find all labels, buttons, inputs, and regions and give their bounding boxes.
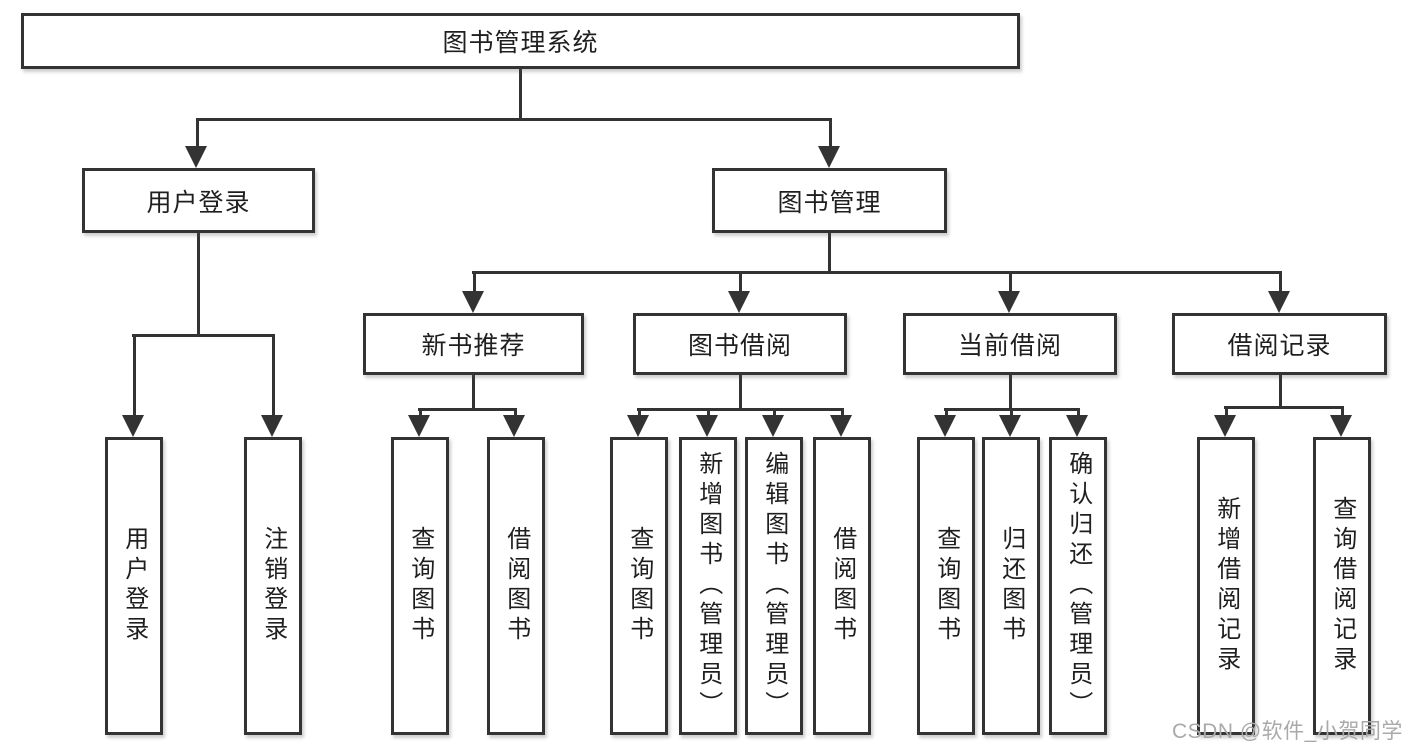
- leaf-borrow-books-1: 借阅图书: [487, 437, 545, 735]
- node-user-login: 用户登录: [82, 168, 315, 233]
- connector-arrow-shaft: [829, 118, 832, 148]
- node-book-management-label: 图书管理: [777, 188, 882, 217]
- node-new-book-recommend: 新书推荐: [363, 313, 584, 375]
- connector-arrow-shaft: [1077, 408, 1080, 417]
- connector-arrow-shaft: [1225, 406, 1228, 417]
- leaf-edit-book-admin: 编辑图书（管理员）: [745, 437, 803, 735]
- leaf-query-books-2: 查询图书: [610, 437, 668, 735]
- connector-arrow-shaft: [473, 271, 476, 293]
- connector-arrow-shaft: [1279, 271, 1282, 293]
- connector-line-horizontal: [196, 118, 832, 121]
- node-root-label: 图书管理系统: [442, 29, 599, 57]
- arrow-down-icon: [185, 146, 207, 168]
- arrow-down-icon: [762, 415, 784, 437]
- arrow-down-icon: [1066, 415, 1088, 437]
- arrow-down-icon: [462, 291, 484, 313]
- connector-arrow-shaft: [1010, 408, 1013, 417]
- leaf-user-login: 用户登录: [105, 437, 163, 735]
- leaf-query-books-3-label: 查询图书: [932, 526, 960, 646]
- leaf-confirm-return-admin-label: 确认归还（管理员）: [1064, 451, 1092, 721]
- connector-arrow-shaft: [196, 118, 199, 148]
- connector-arrow-shaft: [707, 408, 710, 417]
- connector-arrow-shaft: [514, 408, 517, 417]
- leaf-user-login-label: 用户登录: [120, 526, 148, 646]
- leaf-query-books-3: 查询图书: [917, 437, 975, 735]
- connector-arrow-shaft: [841, 408, 844, 417]
- leaf-query-books-2-label: 查询图书: [625, 526, 653, 646]
- node-book-borrowing: 图书借阅: [633, 313, 847, 375]
- leaf-borrow-books-1-label: 借阅图书: [502, 526, 530, 646]
- leaf-return-book: 归还图书: [982, 437, 1040, 735]
- arrow-down-icon: [998, 291, 1020, 313]
- arrow-down-icon: [818, 146, 840, 168]
- arrow-down-icon: [408, 415, 430, 437]
- connector-arrow-shaft: [272, 334, 275, 417]
- connector-line-horizontal: [472, 271, 1282, 274]
- connector-line-vertical: [1279, 375, 1282, 409]
- leaf-add-borrow-record-label: 新增借阅记录: [1212, 496, 1240, 676]
- leaf-add-book-admin: 新增图书（管理员）: [679, 437, 737, 735]
- arrow-down-icon: [503, 415, 525, 437]
- connector-line-vertical: [197, 232, 200, 337]
- arrow-down-icon: [696, 415, 718, 437]
- arrow-down-icon: [999, 415, 1021, 437]
- leaf-query-books-1-label: 查询图书: [406, 526, 434, 646]
- connector-line-vertical: [472, 375, 475, 411]
- node-new-book-recommend-label: 新书推荐: [421, 332, 526, 360]
- connector-line-vertical: [519, 69, 522, 121]
- leaf-query-borrow-record: 查询借阅记录: [1313, 437, 1371, 735]
- node-borrowing-records: 借阅记录: [1172, 313, 1387, 375]
- node-current-borrowing-label: 当前借阅: [957, 332, 1062, 360]
- node-root: 图书管理系统: [21, 13, 1020, 69]
- leaf-confirm-return-admin: 确认归还（管理员）: [1049, 437, 1107, 735]
- connector-line-horizontal: [418, 408, 517, 411]
- leaf-return-book-label: 归还图书: [997, 526, 1025, 646]
- connector-arrow-shaft: [945, 408, 948, 417]
- arrow-down-icon: [934, 415, 956, 437]
- leaf-query-books-1: 查询图书: [391, 437, 449, 735]
- leaf-borrow-books-2: 借阅图书: [813, 437, 871, 735]
- leaf-logout: 注销登录: [244, 437, 302, 735]
- connector-line-horizontal: [637, 408, 844, 411]
- connector-arrow-shaft: [1341, 406, 1344, 417]
- arrow-down-icon: [627, 415, 649, 437]
- arrow-down-icon: [1330, 415, 1352, 437]
- arrow-down-icon: [1268, 291, 1290, 313]
- connector-line-vertical: [828, 233, 831, 274]
- connector-arrow-shaft: [419, 408, 422, 417]
- connector-line-vertical: [1009, 375, 1012, 411]
- connector-line-vertical: [739, 375, 742, 411]
- arrow-down-icon: [122, 415, 144, 437]
- connector-line-horizontal: [1224, 406, 1344, 409]
- leaf-add-book-admin-label: 新增图书（管理员）: [694, 451, 722, 721]
- arrow-down-icon: [261, 415, 283, 437]
- node-book-borrowing-label: 图书借阅: [687, 332, 792, 360]
- connector-arrow-shaft: [133, 334, 136, 417]
- connector-arrow-shaft: [773, 408, 776, 417]
- leaf-edit-book-admin-label: 编辑图书（管理员）: [760, 451, 788, 721]
- arrow-down-icon: [830, 415, 852, 437]
- connector-arrow-shaft: [638, 408, 641, 417]
- node-borrowing-records-label: 借阅记录: [1227, 332, 1332, 360]
- node-user-login-label: 用户登录: [146, 188, 251, 217]
- node-book-management: 图书管理: [712, 168, 947, 233]
- arrow-down-icon: [1214, 415, 1236, 437]
- connector-line-horizontal: [132, 334, 275, 337]
- csdn-watermark: CSDN @软件_小贺同学: [1172, 720, 1403, 743]
- arrow-down-icon: [728, 291, 750, 313]
- connector-arrow-shaft: [739, 271, 742, 293]
- leaf-query-borrow-record-label: 查询借阅记录: [1328, 496, 1356, 676]
- connector-arrow-shaft: [1009, 271, 1012, 293]
- node-current-borrowing: 当前借阅: [903, 313, 1117, 375]
- leaf-add-borrow-record: 新增借阅记录: [1197, 437, 1255, 735]
- leaf-borrow-books-2-label: 借阅图书: [828, 526, 856, 646]
- leaf-logout-label: 注销登录: [259, 526, 287, 646]
